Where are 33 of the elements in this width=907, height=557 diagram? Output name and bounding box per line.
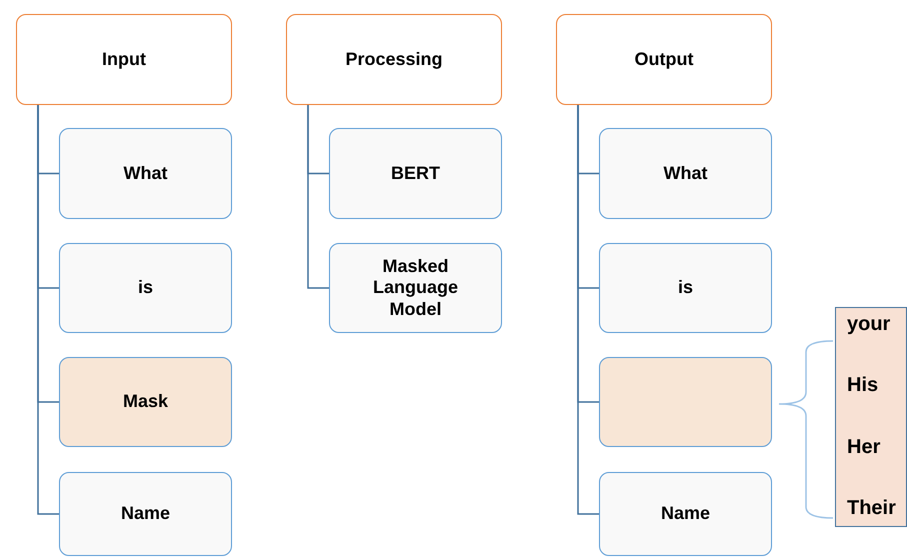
- category-box: [286, 14, 502, 105]
- box-label: Input: [101, 48, 147, 70]
- box-label: Name: [120, 503, 172, 525]
- box-label: BERT: [390, 162, 441, 184]
- box-label: Output: [634, 48, 694, 70]
- box-label: What: [122, 162, 168, 184]
- word-box: [599, 128, 772, 219]
- connector-line: [307, 105, 329, 289]
- box-label: Processing: [344, 48, 444, 70]
- candidate-words-panel: [835, 307, 907, 527]
- connector-line: [37, 105, 59, 515]
- box-label: Masked Language Model: [372, 256, 459, 320]
- masked-blank-box: [599, 357, 772, 447]
- word-box: [59, 128, 232, 219]
- word-box: [599, 243, 772, 333]
- word-box: [329, 243, 502, 333]
- box-label: is: [676, 277, 694, 299]
- candidate-word: Her: [847, 434, 880, 459]
- connector-line: [577, 105, 599, 515]
- box-label: Mask: [122, 391, 170, 413]
- box-label: is: [136, 277, 154, 299]
- category-box: [16, 14, 232, 105]
- candidate-word: your: [847, 312, 890, 336]
- box-label: Name: [660, 503, 712, 525]
- word-box: [59, 243, 232, 333]
- word-box: [59, 472, 232, 556]
- candidate-word: His: [847, 373, 878, 398]
- masked-word-box: [59, 357, 232, 447]
- candidate-word: Their: [847, 496, 896, 520]
- word-box: [329, 128, 502, 219]
- word-box: [599, 472, 772, 556]
- category-box: [556, 14, 772, 105]
- box-label: What: [662, 162, 708, 184]
